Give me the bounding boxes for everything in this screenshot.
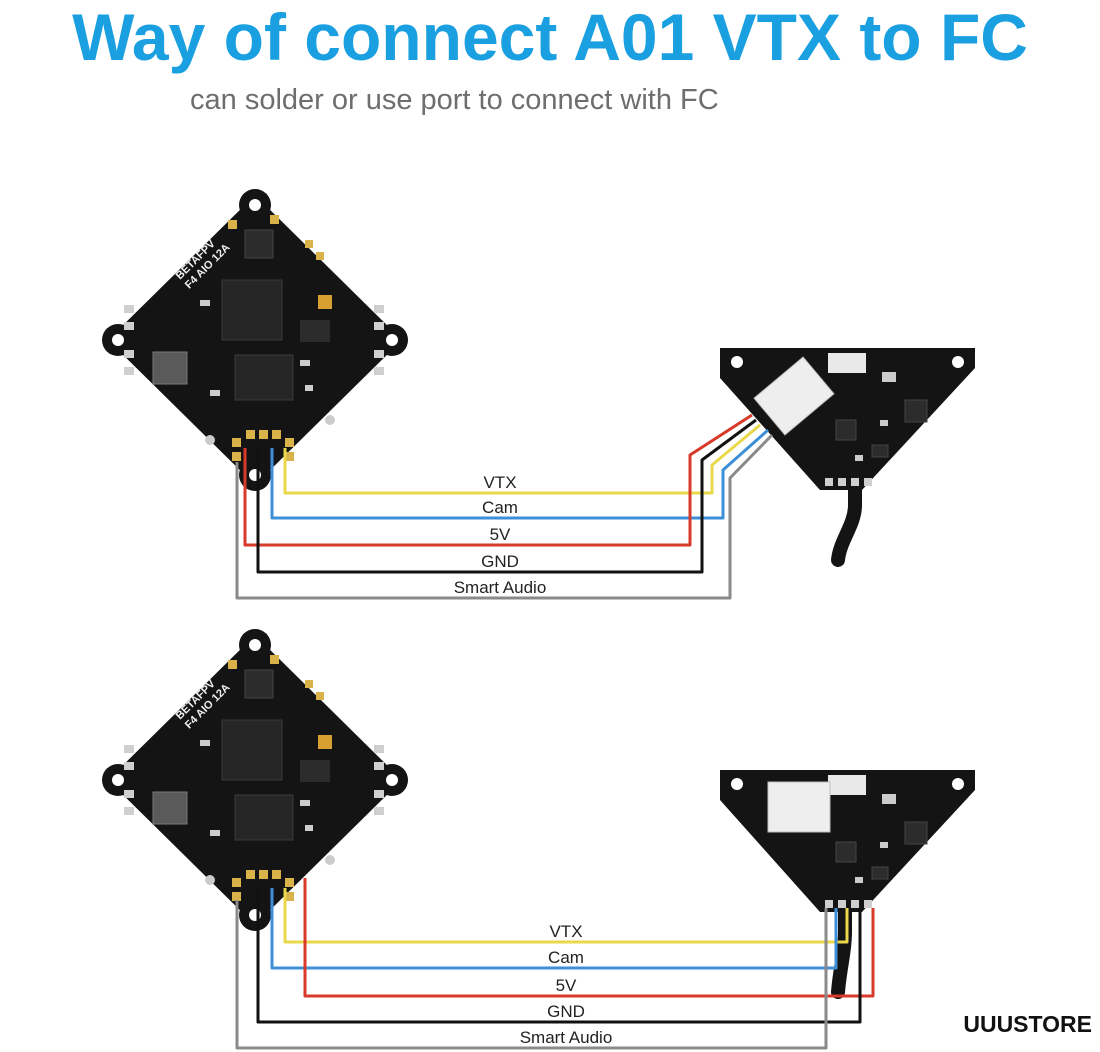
wire-label-smart-audio: Smart Audio xyxy=(520,1028,613,1047)
wire-label-5v: 5V xyxy=(490,525,511,544)
wire-cam-top xyxy=(270,428,769,520)
wire-vtx-top xyxy=(283,423,761,495)
vtx-board-bottom xyxy=(719,769,976,999)
wire-cam-bottom xyxy=(270,888,838,970)
wires-bottom xyxy=(235,878,875,1050)
vtx-board-top xyxy=(719,347,976,567)
wire-audio-top xyxy=(235,433,774,600)
wire-gnd-bottom xyxy=(256,888,862,1024)
wire-label-cam: Cam xyxy=(548,948,584,967)
wires-top xyxy=(235,413,774,600)
wire-label-vtx: VTX xyxy=(549,922,582,941)
wire-vtx-bottom xyxy=(283,888,849,944)
wire-gnd-top xyxy=(256,418,757,574)
page-title: Way of connect A01 VTX to FC xyxy=(72,0,1028,74)
wire-5v-top xyxy=(243,413,753,547)
flight-controller-top: BETAFPV F4 AIO 12A xyxy=(101,188,409,492)
flight-controller-bottom: BETAFPV F4 AIO 12A xyxy=(101,628,409,932)
wire-label-smart-audio: Smart Audio xyxy=(454,578,547,597)
wire-label-gnd: GND xyxy=(481,552,519,571)
wire-label-vtx: VTX xyxy=(483,473,516,492)
wire-audio-bottom xyxy=(235,900,828,1050)
wire-labels-top: VTX Cam 5V GND Smart Audio xyxy=(454,473,547,597)
wire-label-gnd: GND xyxy=(547,1002,585,1021)
wire-label-5v: 5V xyxy=(556,976,577,995)
store-watermark: UUUSTORE xyxy=(963,1011,1092,1037)
wire-label-cam: Cam xyxy=(482,498,518,517)
page-subtitle: can solder or use port to connect with F… xyxy=(190,84,719,116)
wire-5v-bottom xyxy=(303,878,875,998)
wire-labels-bottom: VTX Cam 5V GND Smart Audio xyxy=(520,922,613,1047)
